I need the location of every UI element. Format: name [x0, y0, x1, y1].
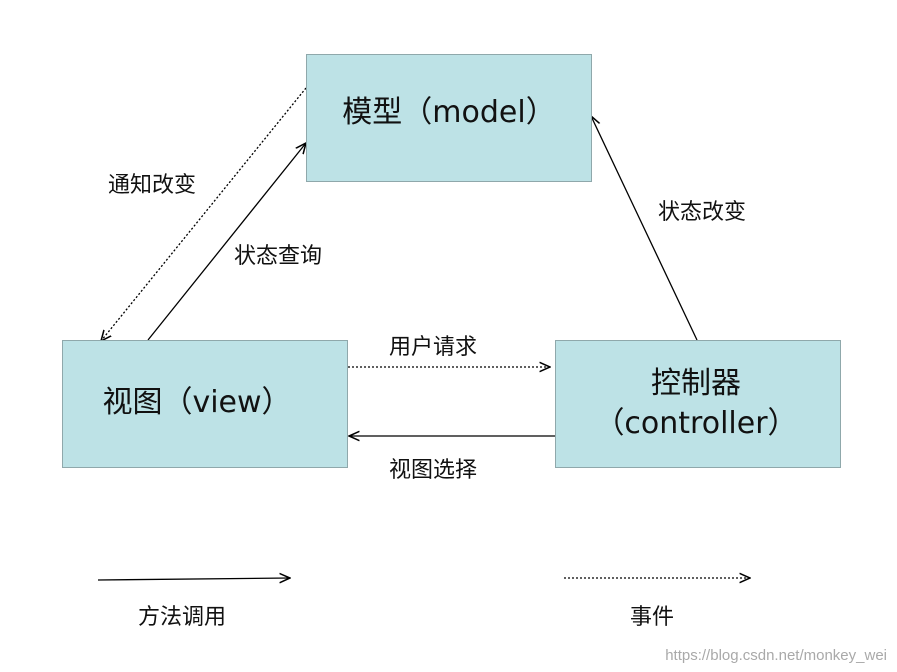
watermark: https://blog.csdn.net/monkey_wei [665, 647, 887, 664]
state-change-arrow [591, 116, 698, 341]
view-box: 视图（view） [62, 340, 348, 468]
view-label: 视图（view） [102, 385, 292, 420]
notify-change-label: 通知改变 [108, 173, 197, 198]
state-change-label: 状态改变 [658, 200, 747, 225]
legend-method-call-label: 方法调用 [138, 605, 227, 630]
state-query-arrow [147, 143, 306, 341]
view-select-label: 视图选择 [389, 458, 478, 483]
controller-box: 控制器 （controller） [555, 340, 841, 468]
legend-method-call-arrow [97, 578, 290, 580]
legend-event-label: 事件 [630, 605, 675, 630]
model-label: 模型（model） [342, 95, 556, 130]
state-query-label: 状态查询 [234, 244, 323, 269]
controller-label-line1: 控制器 [651, 366, 741, 401]
controller-label-line2: （controller） [594, 406, 798, 441]
notify-change-arrow [101, 87, 307, 341]
user-request-label: 用户请求 [389, 335, 478, 360]
model-box: 模型（model） [306, 54, 592, 182]
